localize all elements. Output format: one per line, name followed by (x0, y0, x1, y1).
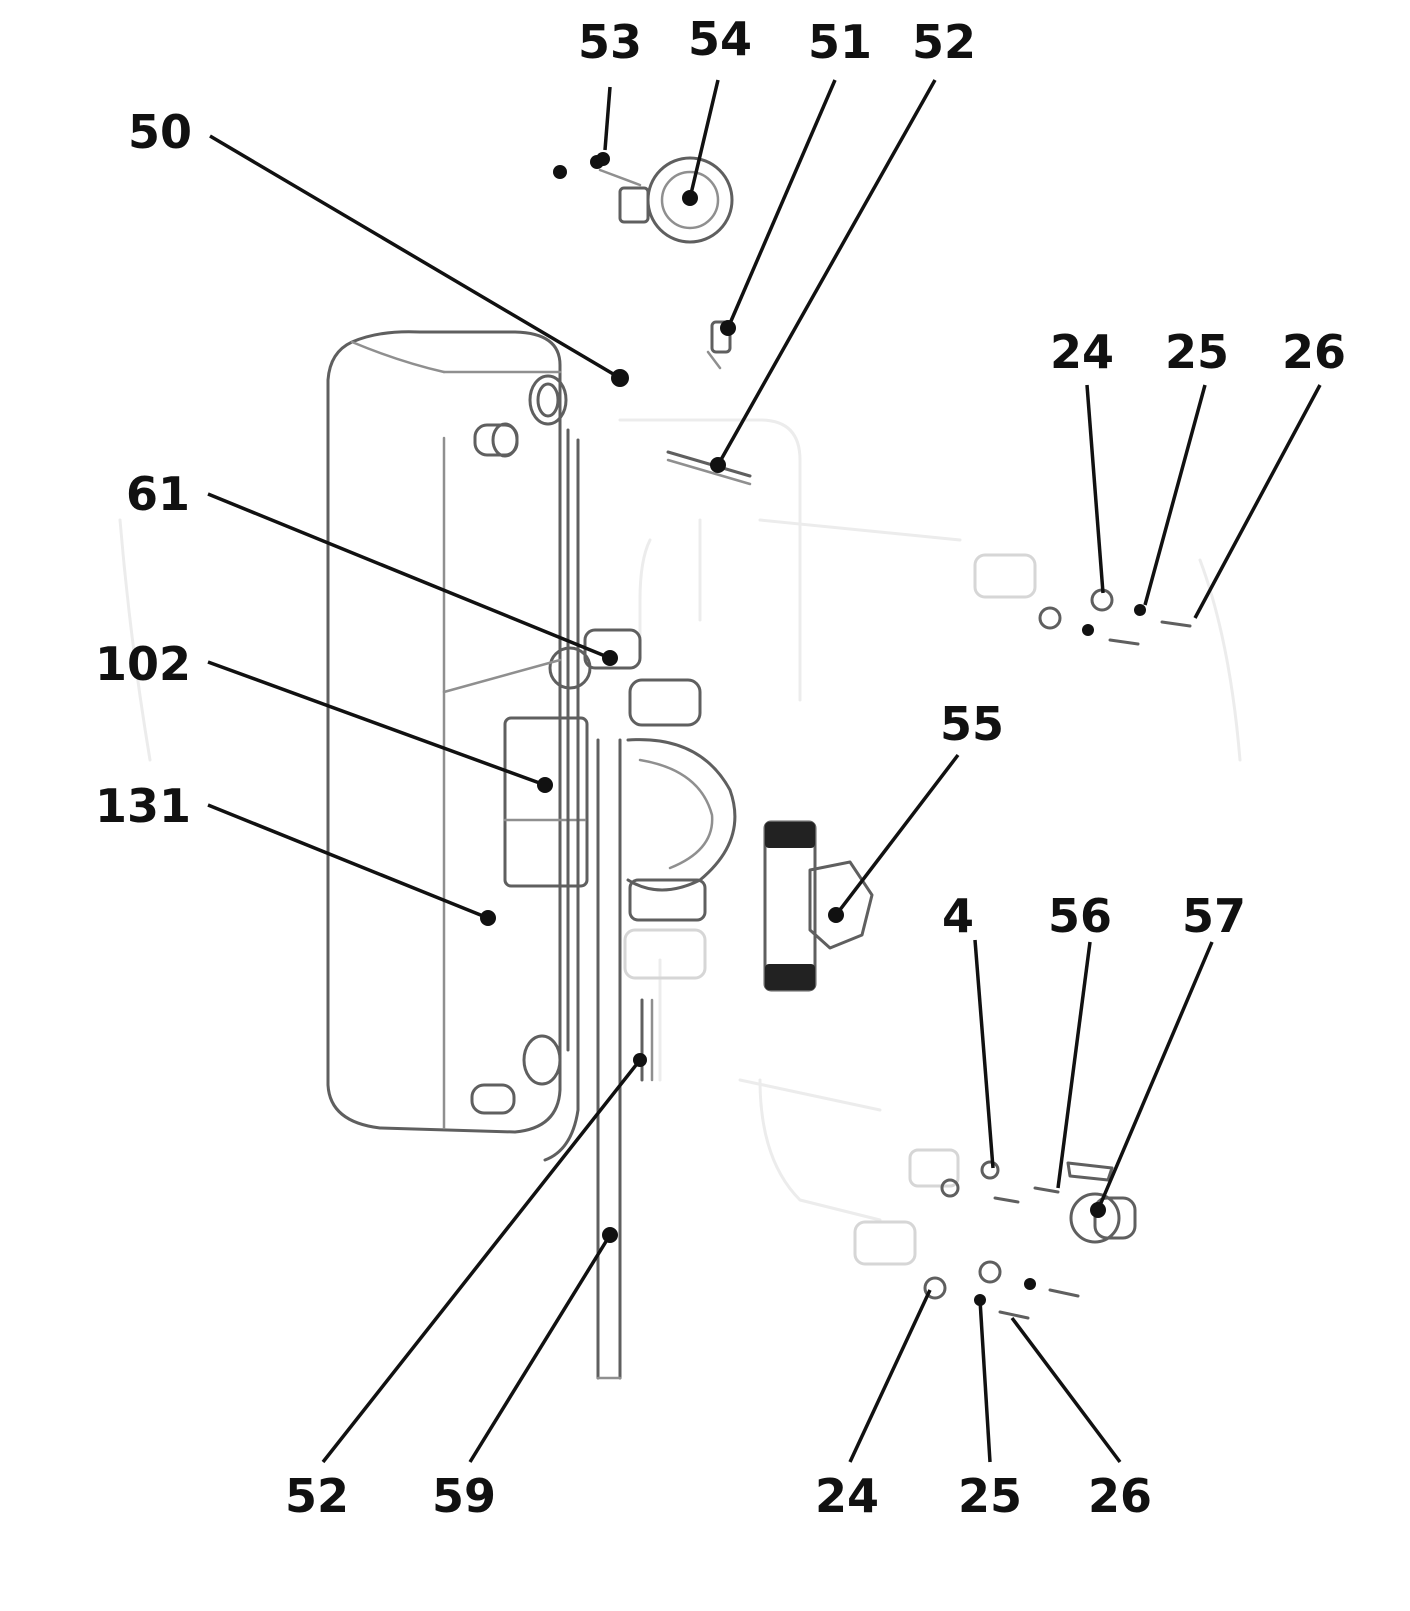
callout-4: 4 (942, 889, 974, 943)
callout-55: 55 (940, 697, 1004, 751)
leader-26-bottom (1010, 1316, 1122, 1464)
callout-50: 50 (128, 105, 192, 159)
flow-sensor (763, 820, 874, 992)
callout-53: 53 (578, 15, 642, 69)
clip-top (666, 450, 752, 486)
background-pipework (118, 418, 1242, 1222)
leader-131 (207, 803, 489, 920)
leader-55 (834, 753, 960, 917)
callout-52-bottom: 52 (285, 1469, 349, 1523)
heat-exchanger (326, 330, 568, 1134)
leader-dots (480, 152, 1106, 1243)
callout-labels: 53 54 51 52 50 24 25 26 61 102 131 55 4 … (95, 12, 1346, 1523)
leader-24-top (1085, 384, 1105, 594)
leader-25-top (1143, 384, 1207, 606)
leader-102 (207, 660, 546, 787)
callout-61: 61 (126, 467, 190, 521)
callout-57: 57 (1182, 889, 1246, 943)
leader-52-top (716, 79, 937, 466)
callout-26-bottom: 26 (1088, 1469, 1152, 1523)
leader-51 (726, 79, 837, 329)
small-sensor (706, 320, 732, 370)
callout-56: 56 (1048, 889, 1112, 943)
callout-59: 59 (432, 1469, 496, 1523)
callout-24-bottom: 24 (815, 1469, 879, 1523)
hardware-bottom-right (853, 1148, 1137, 1320)
callout-54: 54 (688, 12, 752, 66)
leader-25-bottom (978, 1299, 992, 1463)
leader-59 (468, 1234, 612, 1463)
clip-bottom (640, 998, 654, 1082)
callout-26-top: 26 (1282, 325, 1346, 379)
callout-102: 102 (95, 637, 191, 691)
callout-25-bottom: 25 (958, 1469, 1022, 1523)
callout-24-top: 24 (1050, 325, 1114, 379)
callout-25-top: 25 (1165, 325, 1229, 379)
leader-4 (973, 939, 995, 1169)
leader-56 (1056, 941, 1092, 1189)
pressure-gauge (553, 155, 734, 244)
leader-53 (603, 86, 612, 151)
pump (503, 678, 737, 980)
leader-lines (207, 79, 1322, 1464)
leader-24-bottom (848, 1289, 932, 1463)
leader-57 (1096, 941, 1214, 1211)
leader-61 (207, 492, 611, 660)
callout-131: 131 (95, 779, 191, 833)
leader-54 (688, 79, 720, 199)
leader-50 (209, 134, 621, 380)
hardware-top-right (973, 553, 1192, 646)
callout-52-top: 52 (912, 15, 976, 69)
leader-26-top (1193, 384, 1322, 619)
capillary-tube (543, 428, 622, 1380)
callout-51: 51 (808, 15, 872, 69)
leader-52-bottom (321, 1058, 642, 1464)
